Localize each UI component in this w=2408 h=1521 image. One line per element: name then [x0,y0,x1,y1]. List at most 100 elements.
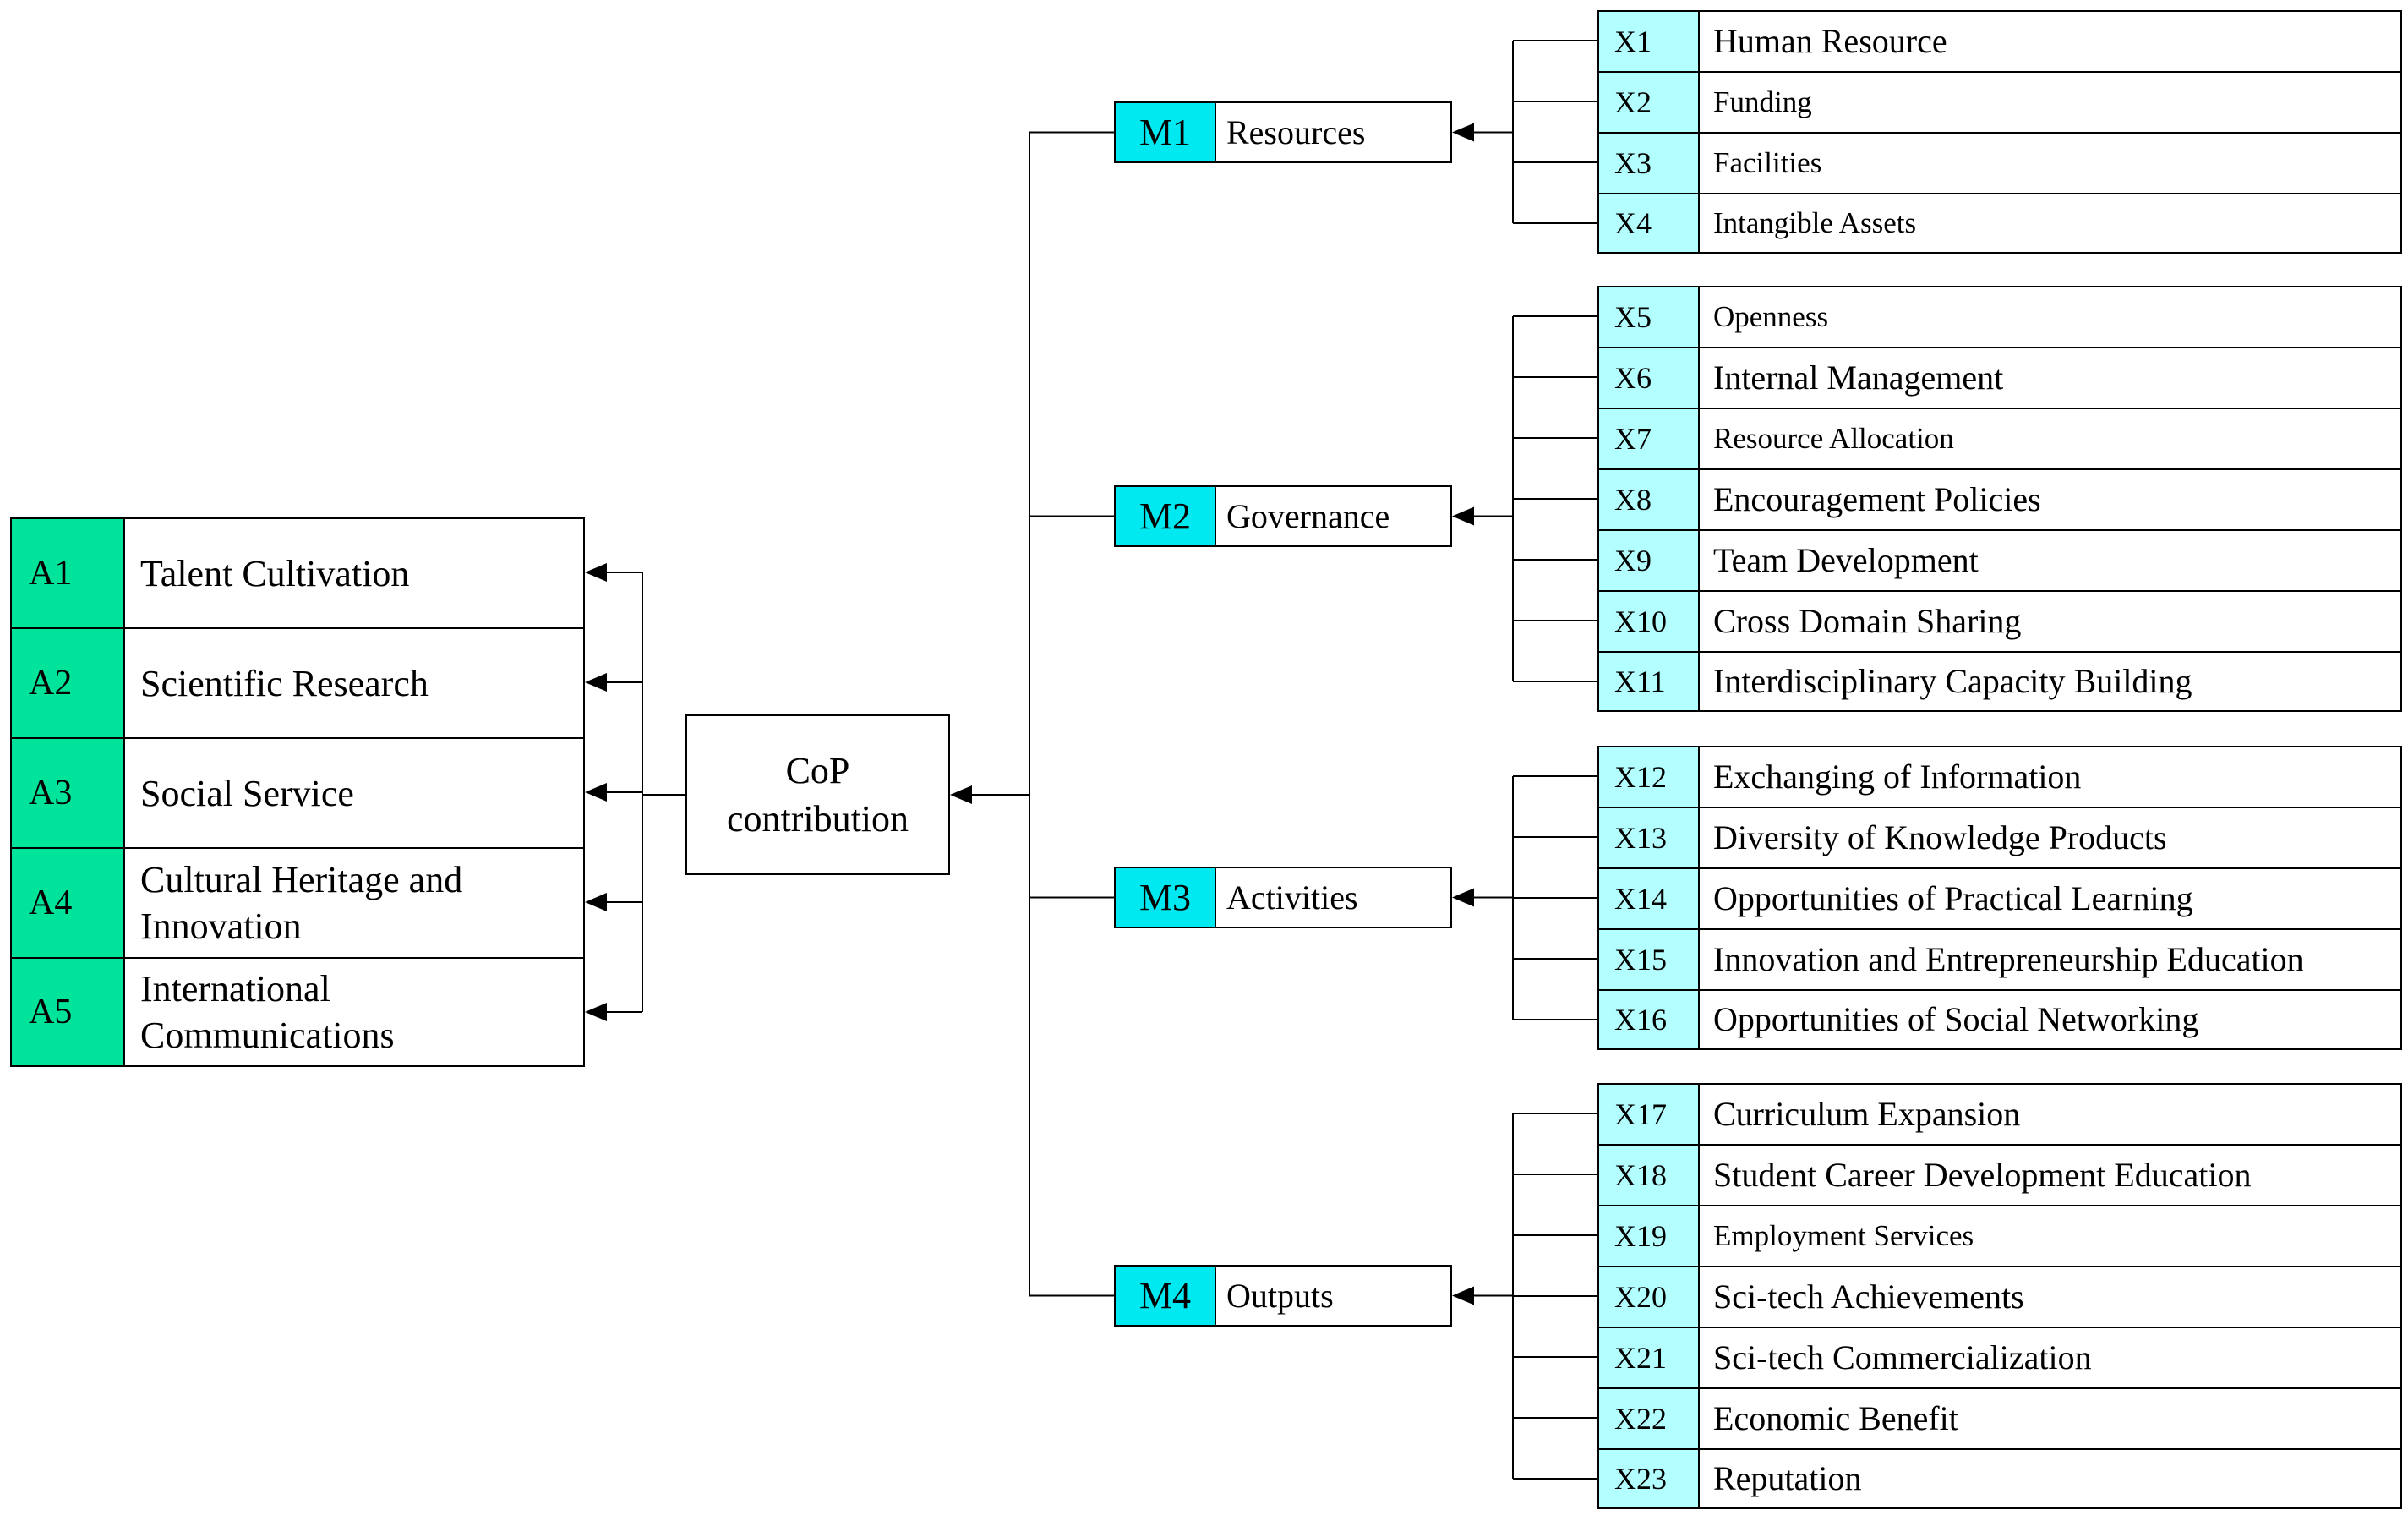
indicator-row-x14: X14 Opportunities of Practical Learning [1597,867,2402,930]
indicator-row-x7: X7 Resource Allocation [1597,408,2402,470]
indicator-row-x18: X18 Student Career Development Education [1597,1144,2402,1206]
mechanism-node-m2: M2 Governance [1114,485,1452,547]
indicator-code: X9 [1599,531,1700,590]
outcome-label: Scientific Research [140,662,429,704]
indicator-label: Innovation and Entrepreneurship Educatio… [1713,940,2304,978]
indicator-row-x13: X13 Diversity of Knowledge Products [1597,807,2402,869]
indicator-row-x20: X20 Sci-tech Achievements [1597,1266,2402,1328]
indicator-row-x5: X5 Openness [1597,286,2402,348]
mechanism-label: Governance [1226,496,1390,535]
outcome-label: Cultural Heritage and Innovation [140,859,463,947]
indicator-code: X14 [1599,869,1700,928]
indicator-code: X18 [1599,1146,1700,1205]
indicator-label: Opportunities of Social Networking [1713,1000,2199,1038]
indicator-code: X17 [1599,1085,1700,1144]
mechanism-arrow [1452,888,1474,907]
outcome-arrow [585,783,607,802]
indicator-label: Internal Management [1713,358,2004,397]
mechanism-label: Resources [1226,112,1366,151]
indicator-label: Cross Domain Sharing [1713,602,2022,640]
outcome-row-a2: A2 Scientific Research [10,627,585,739]
indicator-label: Facilities [1713,146,1822,180]
indicator-row-x6: X6 Internal Management [1597,347,2402,409]
mechanism-arrow [1452,506,1474,526]
mechanism-node-m4: M4 Outputs [1114,1265,1452,1327]
outcome-arrow [585,673,607,692]
indicator-code: X5 [1599,287,1700,347]
mechanism-label: Outputs [1226,1276,1334,1315]
indicator-row-x2: X2 Funding [1597,71,2402,134]
indicator-code: X11 [1599,653,1700,710]
indicator-label: Opportunities of Practical Learning [1713,879,2193,917]
mechanism-code: M1 [1116,103,1216,161]
mechanism-code: M3 [1116,868,1216,927]
indicator-code: X15 [1599,930,1700,989]
indicator-row-x21: X21 Sci-tech Commercialization [1597,1327,2402,1389]
indicator-code: X13 [1599,808,1700,867]
mechanism-arrow [1452,1286,1474,1305]
indicator-code: X7 [1599,409,1700,468]
indicator-row-x22: X22 Economic Benefit [1597,1387,2402,1450]
indicator-code: X20 [1599,1267,1700,1327]
indicator-code: X10 [1599,592,1700,651]
outcome-label: Social Service [140,772,354,814]
indicator-label: Reputation [1713,1459,1862,1497]
indicator-label: Human Resource [1713,22,1947,60]
outcome-code: A1 [12,519,125,627]
indicator-label: Encouragement Policies [1713,480,2041,518]
indicator-row-x10: X10 Cross Domain Sharing [1597,590,2402,653]
outcome-arrow [585,1003,607,1021]
mechanism-node-m1: M1 Resources [1114,101,1452,163]
indicator-code: X16 [1599,991,1700,1048]
indicator-code: X3 [1599,134,1700,193]
indicator-code: X8 [1599,470,1700,529]
mechanism-code: M2 [1116,487,1216,545]
mechanism-node-m3: M3 Activities [1114,867,1452,928]
indicator-row-x1: X1 Human Resource [1597,10,2402,73]
outcome-label: International Communications [140,968,395,1056]
indicator-row-x15: X15 Innovation and Entrepreneurship Educa… [1597,928,2402,991]
indicator-code: X12 [1599,747,1700,807]
indicator-label: Student Career Development Education [1713,1156,2252,1194]
indicator-label: Employment Services [1713,1219,1974,1253]
indicator-row-x11: X11 Interdisciplinary Capacity Building [1597,651,2402,712]
indicator-row-x9: X9 Team Development [1597,529,2402,592]
outcome-code: A2 [12,629,125,737]
indicator-label: Interdisciplinary Capacity Building [1713,662,2192,700]
indicator-code: X2 [1599,73,1700,132]
indicator-label: Intangible Assets [1713,206,1917,240]
indicator-label: Sci-tech Achievements [1713,1278,2024,1316]
indicator-row-x8: X8 Encouragement Policies [1597,468,2402,531]
indicator-code: X21 [1599,1328,1700,1387]
mechanism-label: Activities [1226,878,1358,916]
outcome-arrow [585,563,607,582]
center-arrow [950,785,972,804]
indicator-row-x12: X12 Exchanging of Information [1597,746,2402,808]
indicator-code: X1 [1599,12,1700,71]
outcome-row-a3: A3 Social Service [10,737,585,849]
indicator-label: Openness [1713,300,1829,334]
indicator-label: Diversity of Knowledge Products [1713,818,2167,856]
indicator-row-x3: X3 Facilities [1597,132,2402,194]
indicator-label: Funding [1713,85,1812,119]
indicator-label: Resource Allocation [1713,422,1954,456]
indicator-label: Curriculum Expansion [1713,1095,2021,1133]
indicator-label: Sci-tech Commercialization [1713,1338,2092,1376]
indicator-code: X6 [1599,348,1700,408]
indicator-label: Exchanging of Information [1713,758,2082,796]
indicator-code: X22 [1599,1389,1700,1448]
indicator-label: Team Development [1713,541,1979,579]
outcome-code: A3 [12,739,125,847]
outcome-code: A5 [12,959,125,1065]
indicator-label: Economic Benefit [1713,1399,1958,1437]
mechanism-code: M4 [1116,1267,1216,1325]
cop-contribution-node: CoP contribution [685,714,950,875]
indicator-code: X23 [1599,1450,1700,1507]
outcome-arrow [585,893,607,911]
outcome-code: A4 [12,849,125,957]
